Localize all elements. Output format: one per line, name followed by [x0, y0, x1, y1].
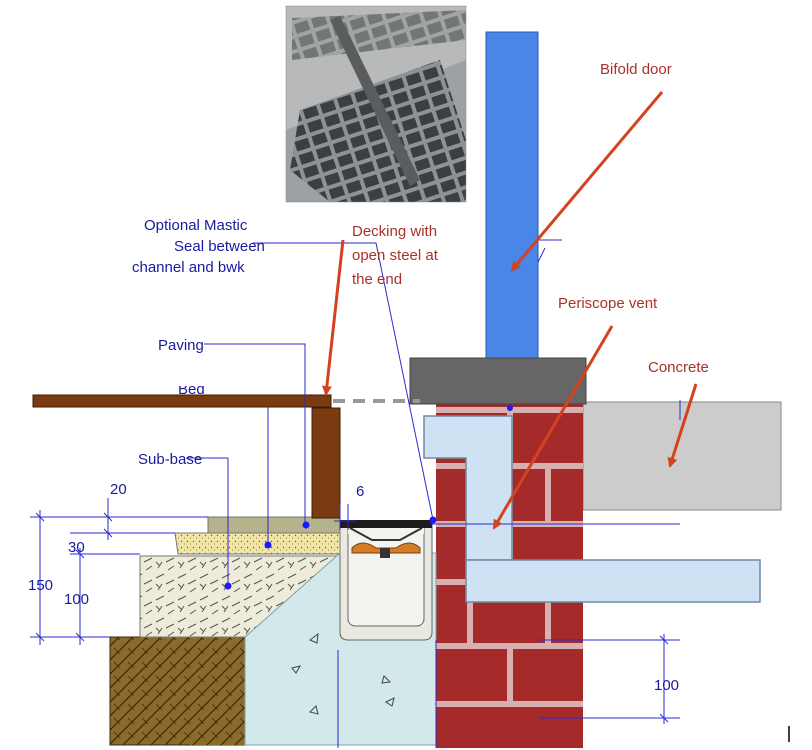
drainage-channel: [339, 520, 433, 641]
leader-lines: [186, 242, 434, 586]
label-mastic-line2: Seal between: [174, 238, 265, 255]
arrow-concrete: [667, 383, 698, 468]
label-sub-base: Sub-base: [138, 451, 202, 468]
decking-board: [32, 394, 332, 408]
label-decking-line3: the end: [352, 271, 402, 288]
label-mastic-line1: Optional Mastic: [144, 217, 248, 234]
arrow-periscope-vent: [492, 325, 614, 530]
label-bifold-door: Bifold door: [600, 61, 672, 78]
arrow-decking: [321, 239, 345, 396]
dim-100-left: 100: [64, 591, 89, 608]
dim-30: 30: [68, 539, 85, 556]
dimension-lines: [30, 400, 681, 748]
decking-post: [311, 407, 341, 519]
dim-20: 20: [110, 481, 127, 498]
dim-6: 6: [356, 483, 364, 500]
label-decking-line2: open steel at: [352, 247, 439, 264]
concrete-slab: [582, 401, 782, 511]
label-decking-line1: Decking with: [352, 223, 437, 240]
dim-100-right: 100: [654, 677, 679, 694]
leader-dots: [224, 405, 513, 590]
label-mastic-line3: channel and bwk: [132, 259, 245, 276]
dim-150: 150: [28, 577, 53, 594]
bifold-door: [485, 31, 539, 363]
door-leader-tick: [537, 247, 546, 263]
arrow-bifold-door: [510, 91, 664, 272]
concrete-aggregate-marks: [291, 632, 395, 715]
door-threshold-lintel: [409, 357, 587, 405]
bedding-layer: [174, 532, 341, 555]
label-concrete: Concrete: [648, 359, 709, 376]
label-periscope-vent: Periscope vent: [558, 295, 658, 312]
label-paving: Paving: [158, 337, 204, 354]
label-bedding-partial: Bed: [178, 381, 205, 398]
soil-layer-slope: [190, 553, 340, 745]
steel-grating-photo: [285, 5, 467, 203]
